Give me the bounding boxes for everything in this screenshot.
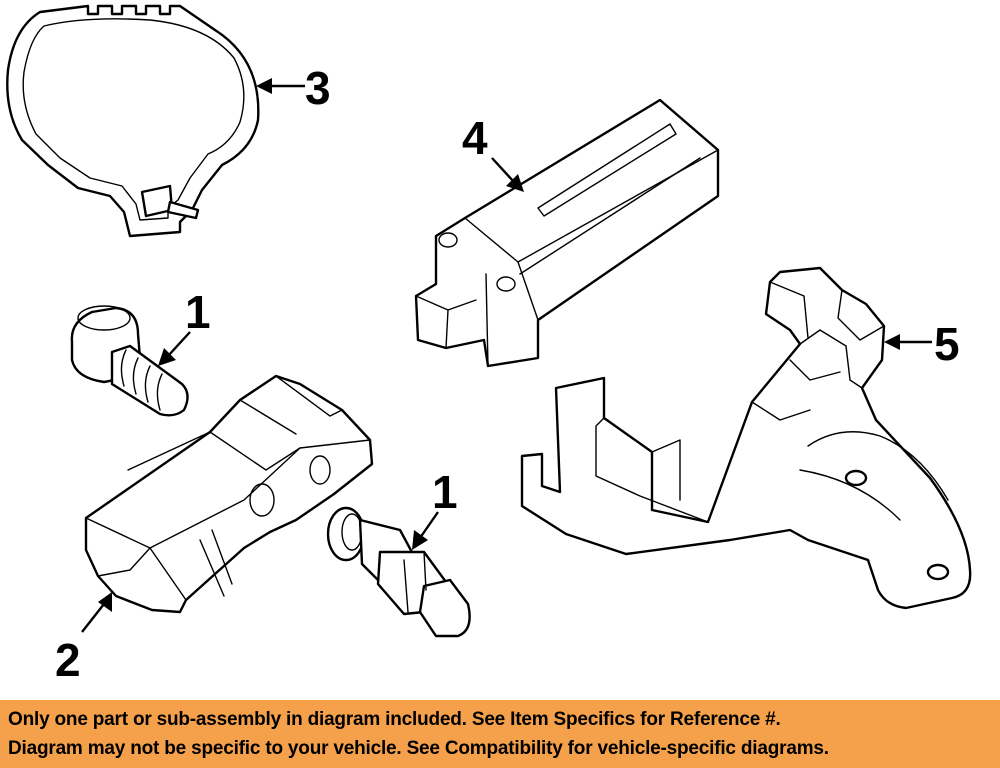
control-module-part <box>414 98 720 368</box>
leader-sensor <box>81 592 112 633</box>
parts-diagram: 3 4 5 1 2 1 <box>6 4 972 686</box>
notice-line-2: Diagram may not be specific to your vehi… <box>8 738 829 759</box>
callout-bracket: 5 <box>934 318 960 370</box>
leader-valve-stem <box>412 511 439 550</box>
leader-bracket <box>884 334 932 350</box>
notice-line-1: Only one part or sub-assembly in diagram… <box>8 709 781 730</box>
leader-bolt <box>158 331 191 366</box>
valve-stem-part <box>326 506 471 638</box>
bracket-part <box>520 266 972 610</box>
notice-banner: Only one part or sub-assembly in diagram… <box>0 700 1000 768</box>
callout-sensor: 2 <box>55 634 81 686</box>
leader-band <box>256 78 305 94</box>
sensor-part <box>84 374 374 614</box>
callout-module: 4 <box>462 112 488 164</box>
callout-band: 3 <box>305 62 331 114</box>
leader-module <box>491 157 524 192</box>
mounting-band-part <box>6 4 260 238</box>
callout-valve-stem: 1 <box>432 466 458 518</box>
callout-bolt: 1 <box>185 286 211 338</box>
bolt-part <box>70 305 189 417</box>
